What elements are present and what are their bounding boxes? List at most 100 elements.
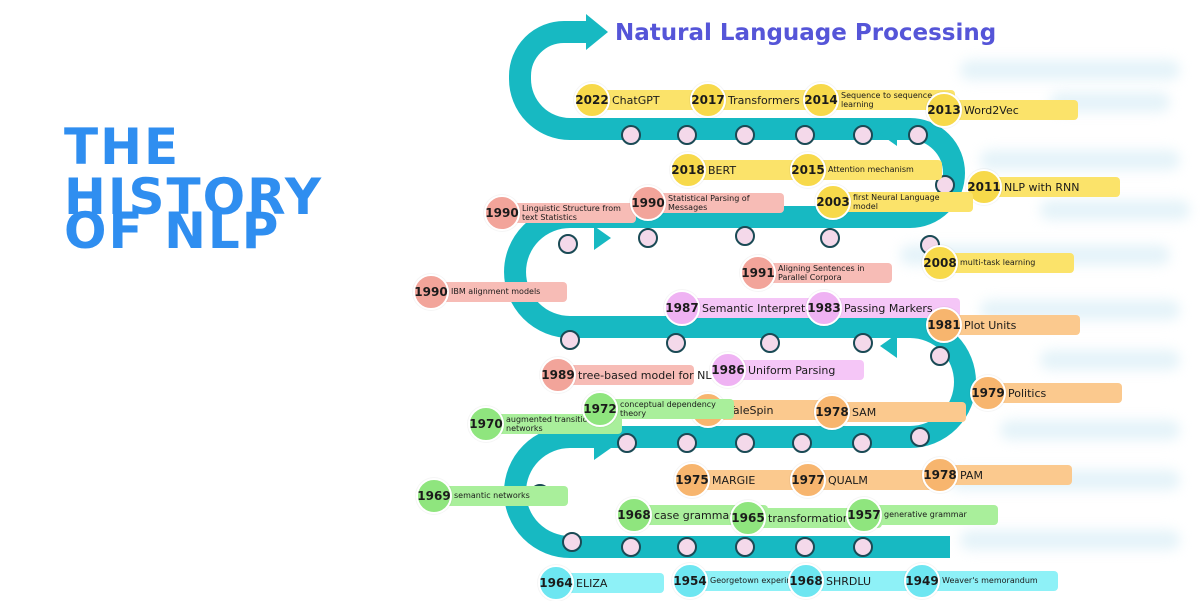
event-label: Word2Vec <box>938 100 1078 120</box>
event-label: PAM <box>934 465 1072 485</box>
page-title-line-2: OF NLP <box>64 202 281 260</box>
road-pin <box>760 333 780 353</box>
road-pin <box>558 234 578 254</box>
event-year: 2015 <box>790 152 826 188</box>
event-year: 1970 <box>468 406 504 442</box>
event-year: 1986 <box>710 352 746 388</box>
road-pin <box>795 537 815 557</box>
event-label: Uniform Parsing <box>722 360 864 380</box>
event-label: Passing Markers <box>818 298 960 318</box>
road-pin <box>621 537 641 557</box>
event-label: first Neural Language model <box>827 192 973 212</box>
road-pin <box>853 125 873 145</box>
road-pin <box>677 433 697 453</box>
event-year: 1965 <box>730 500 766 536</box>
event-label: Statistical Parsing of Messages <box>642 193 784 213</box>
road-pin <box>677 537 697 557</box>
event-year: 2008 <box>922 245 958 281</box>
event-year: 2014 <box>803 82 839 118</box>
road-dots <box>530 125 955 557</box>
event-label: TaleSpin <box>702 400 846 420</box>
event-label: Linguistic Structure from text Statistic… <box>496 203 636 223</box>
ghost-bar <box>1040 200 1190 220</box>
event-year: 1975 <box>674 462 710 498</box>
ghost-bar <box>1050 92 1170 112</box>
road-pin <box>677 125 697 145</box>
event-year: 1990 <box>630 185 666 221</box>
ghost-bar <box>980 150 1180 170</box>
road-pin <box>820 228 840 248</box>
road-pin <box>910 427 930 447</box>
event-label: ChatGPT <box>586 90 720 110</box>
event-year: 1972 <box>582 391 618 427</box>
event-year: 1949 <box>904 563 940 599</box>
road-pin <box>853 537 873 557</box>
road-pin <box>735 226 755 246</box>
event-label: multi-task learning <box>934 253 1074 273</box>
event-label: Plot Units <box>938 315 1080 335</box>
event-label: conceptual dependency theory <box>594 399 734 419</box>
road-pin <box>853 333 873 353</box>
ghost-bar <box>960 60 1180 80</box>
event-label: MARGIE <box>686 470 824 490</box>
event-label: NLP with RNN <box>978 177 1120 197</box>
event-label: Attention mechanism <box>802 160 942 180</box>
road-chevron <box>880 122 897 146</box>
event-label: Semantic Interpretation <box>676 298 833 318</box>
road-pin <box>930 346 950 366</box>
event-label: IBM alignment models <box>425 282 567 302</box>
page-title-line-1: THE HISTORY <box>64 118 324 226</box>
road-arrow-head <box>586 14 608 50</box>
event-year: 1990 <box>484 195 520 231</box>
event-label: Sequence to sequence learning <box>815 90 955 110</box>
ghost-bar <box>1040 350 1180 370</box>
event-label: generative grammar <box>858 505 998 525</box>
event-year: 2022 <box>574 82 610 118</box>
ghost-bar <box>960 530 1180 550</box>
event-year: 2011 <box>966 169 1002 205</box>
road-pin <box>852 433 872 453</box>
event-year: 1957 <box>846 497 882 533</box>
road-pin <box>908 125 928 145</box>
event-year: 1981 <box>926 307 962 343</box>
event-label: QUALM <box>802 470 942 490</box>
event-label: Aligning Sentences in Parallel Corpora <box>752 263 892 283</box>
road-pin <box>621 125 641 145</box>
road-path <box>504 21 976 558</box>
event-year: 1979 <box>970 375 1006 411</box>
event-year: 1969 <box>416 478 452 514</box>
event-year: 1964 <box>538 565 574 601</box>
road-pin <box>638 228 658 248</box>
road-pin <box>795 125 815 145</box>
road-chevron <box>594 226 611 250</box>
event-label: semantic networks <box>428 486 568 506</box>
event-year: 1954 <box>672 563 708 599</box>
event-year: 1977 <box>790 462 826 498</box>
road-pin <box>735 433 755 453</box>
event-year: 1978 <box>814 394 850 430</box>
event-year: 1978 <box>922 457 958 493</box>
event-year: 1968 <box>788 563 824 599</box>
event-year: 1983 <box>806 290 842 326</box>
road-pin <box>735 125 755 145</box>
event-year: 2003 <box>815 184 851 220</box>
event-year: 1990 <box>413 274 449 310</box>
road-pin <box>560 330 580 350</box>
road-chevron <box>594 436 611 460</box>
event-year: 1989 <box>540 357 576 393</box>
event-label: Weaver's memorandum <box>916 571 1058 591</box>
event-year: 1968 <box>616 497 652 533</box>
event-label: Transformers <box>702 90 836 110</box>
road-pin <box>735 537 755 557</box>
road-pin <box>562 532 582 552</box>
road-pin <box>617 433 637 453</box>
road-pin <box>792 433 812 453</box>
event-year: 2018 <box>670 152 706 188</box>
ghost-bar <box>1000 420 1180 440</box>
event-label: SAM <box>826 402 966 422</box>
road-chevron <box>880 334 897 358</box>
event-label: BERT <box>682 160 822 180</box>
event-label: tree-based model for NLP <box>552 365 718 385</box>
event-year: 2017 <box>690 82 726 118</box>
